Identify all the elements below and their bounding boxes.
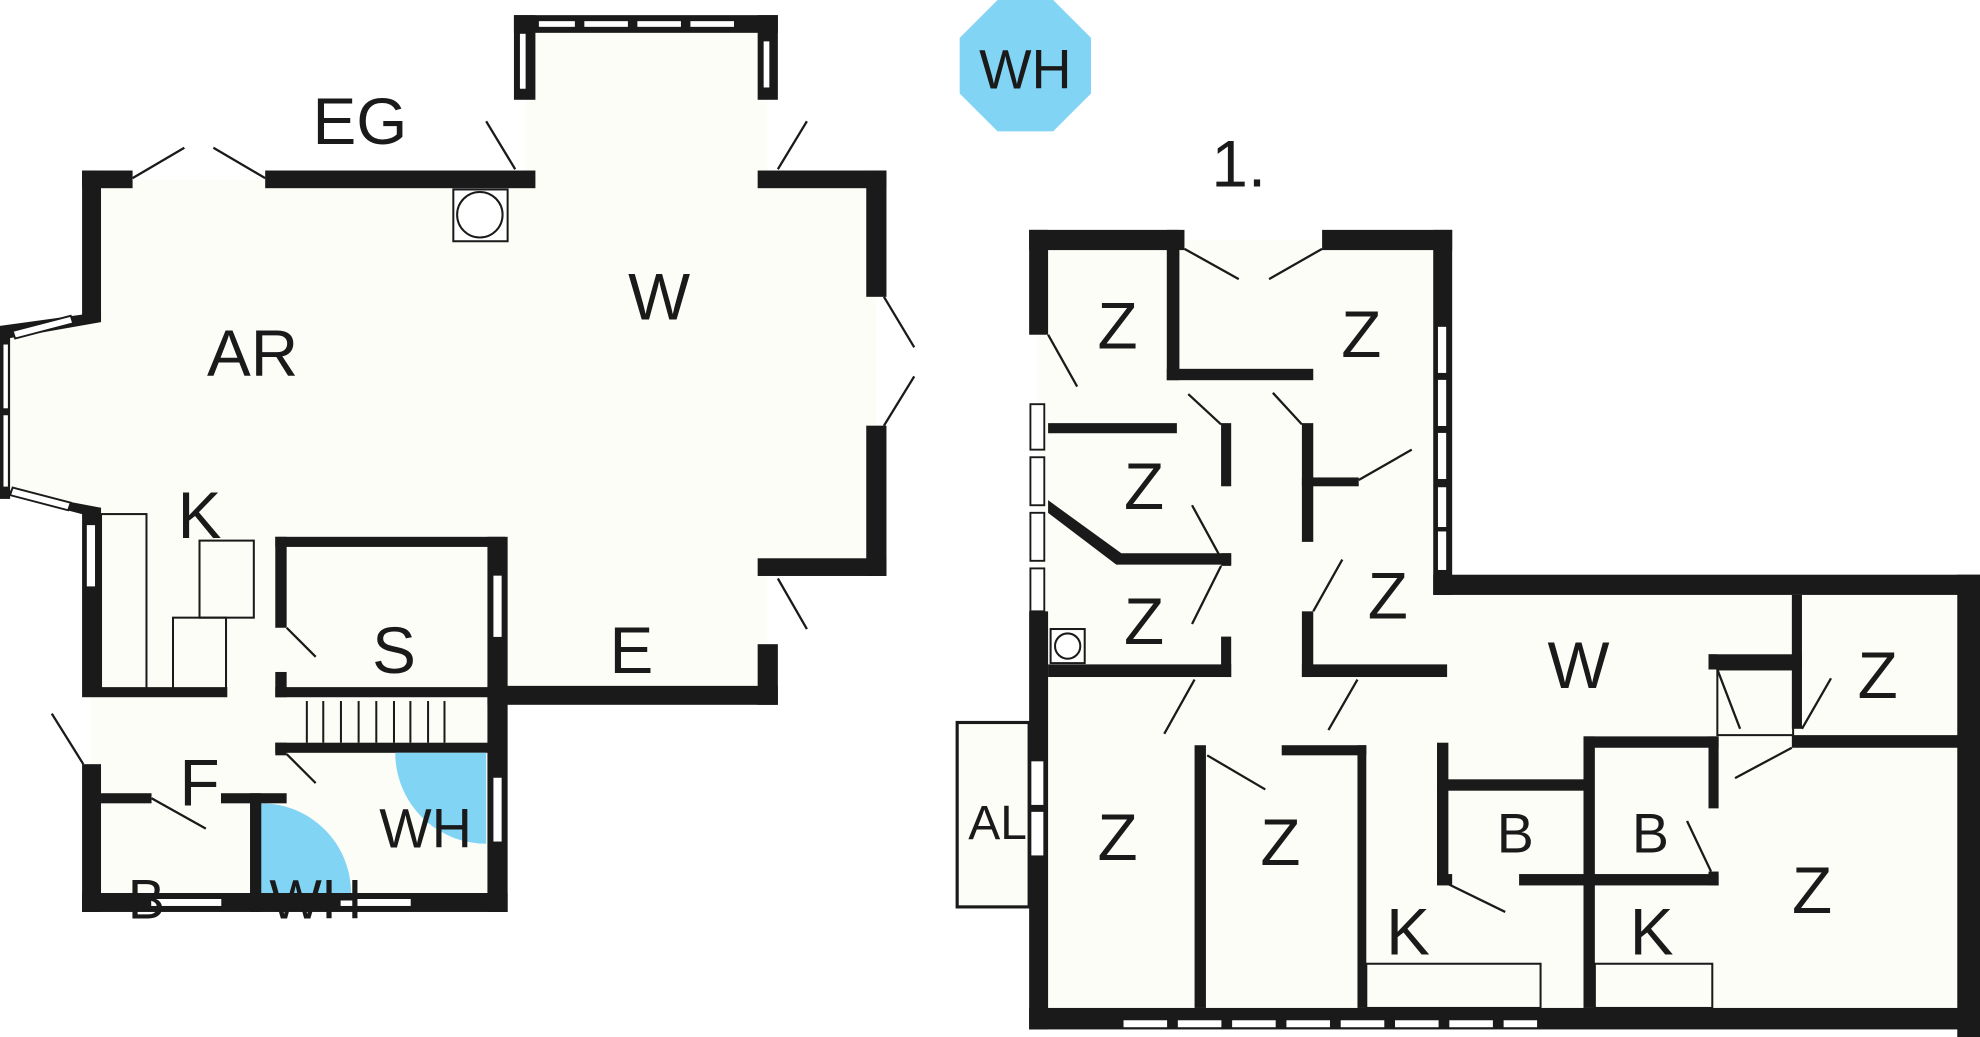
- legend-badge-label: WH: [979, 38, 1072, 100]
- room-label-al: AL: [968, 797, 1027, 850]
- room-label-wh: WH: [269, 868, 362, 930]
- room-label-k: K: [178, 479, 222, 552]
- wet-room-area: [395, 752, 487, 844]
- room-label-ar: AR: [207, 317, 298, 390]
- room-label-k: K: [1630, 896, 1674, 969]
- room-label-z: Z: [1341, 298, 1381, 371]
- kitchen-counter: [100, 513, 148, 692]
- room-label-w: W: [628, 260, 690, 333]
- room-label-s: S: [372, 614, 416, 687]
- wet-room-area: [261, 803, 352, 894]
- room-label-z: Z: [1792, 854, 1832, 927]
- room-label-z: Z: [1260, 806, 1300, 879]
- room-label-b: B: [1497, 803, 1534, 865]
- kitchen-counter: [1365, 962, 1542, 1009]
- room-label-w: W: [1547, 629, 1609, 702]
- first-floor-plan: 1.: [955, 128, 1980, 1037]
- ground-floor-area: [7, 23, 877, 904]
- wet-room-legend-badge: WH: [959, 0, 1092, 132]
- kitchen-cabinet: [171, 616, 228, 692]
- chimney-icon: [452, 188, 509, 243]
- staircase: [305, 701, 446, 743]
- room-label-e: E: [609, 614, 653, 687]
- room-label-k: K: [1386, 896, 1430, 969]
- door-swings: [1047, 247, 1832, 913]
- room-label-z: Z: [1124, 585, 1164, 658]
- room-label-b: B: [128, 868, 165, 930]
- room-label-wh: WH: [379, 798, 472, 860]
- room-label-z: Z: [1368, 560, 1408, 633]
- room-label-z: Z: [1097, 289, 1137, 362]
- room-label-z: Z: [1097, 801, 1137, 874]
- room-label-b: B: [1632, 803, 1669, 865]
- room-label-z: Z: [1858, 639, 1898, 712]
- chimney-icon: [1049, 628, 1086, 665]
- floor-title-ground: EG: [312, 85, 407, 158]
- kitchen-counter: [1593, 962, 1714, 1009]
- door-swings: [50, 120, 916, 830]
- floor-title-first: 1.: [1211, 128, 1266, 201]
- room-label-f: F: [179, 747, 219, 820]
- first-floor-area: [1037, 239, 1970, 1021]
- ground-floor-plan: EG AR W K S E F B WH WH: [0, 15, 916, 930]
- room-label-z: Z: [1124, 450, 1164, 523]
